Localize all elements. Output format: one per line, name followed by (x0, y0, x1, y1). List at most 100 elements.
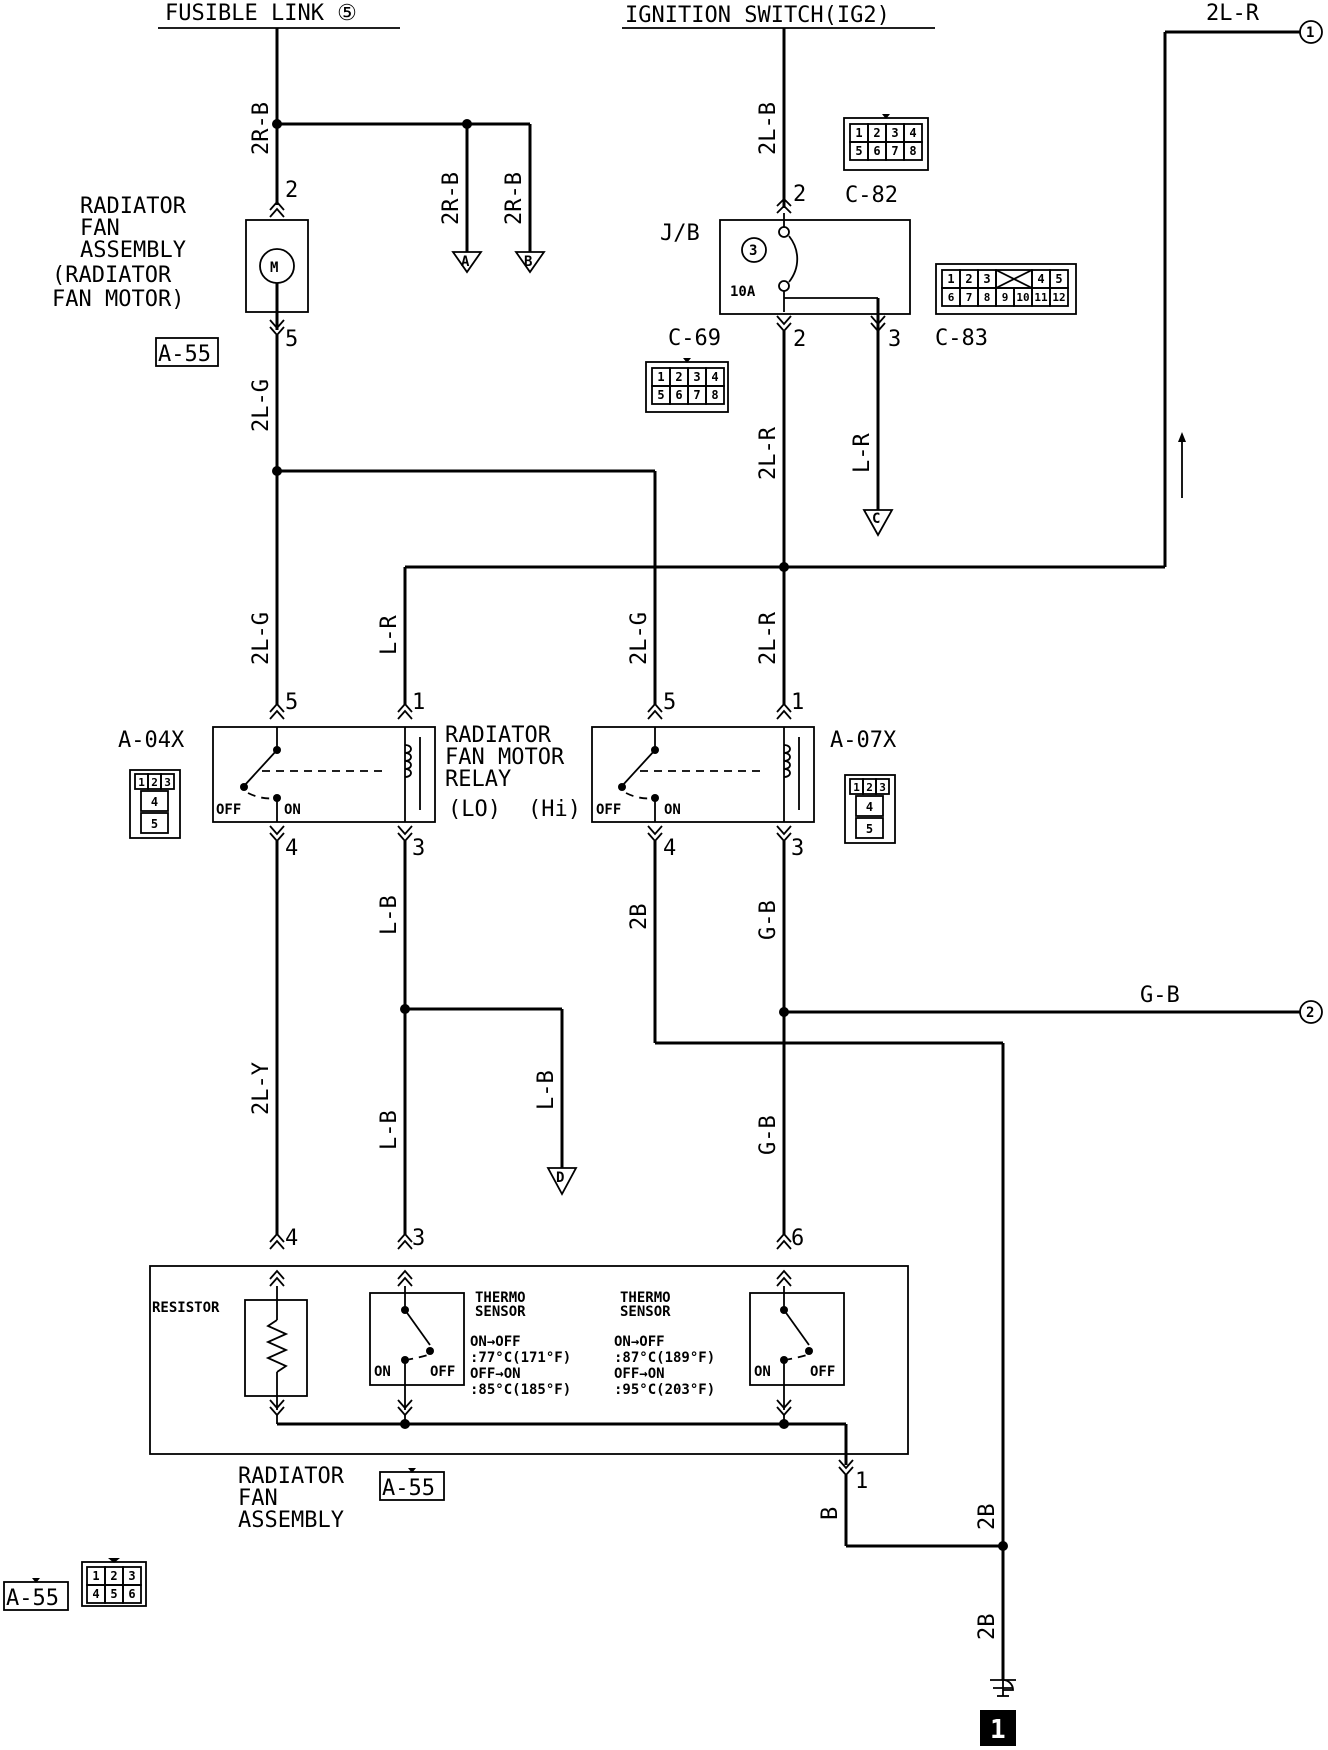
connector-pin-number: 1 (947, 272, 954, 286)
fan-label-line2: FAN (80, 216, 120, 241)
terminal-5: 5 (285, 690, 298, 715)
connector-pin-number: 4 (866, 800, 873, 814)
connector-pin-number: 2 (110, 1569, 117, 1583)
connector-pin-number: 5 (657, 388, 664, 402)
connector-pin (875, 778, 890, 795)
connector-pin-number: 2 (873, 126, 880, 140)
thermo-sensor-2-spec-b: :87°C(189°F) (614, 1350, 715, 1366)
connector-pin-number: 5 (866, 822, 873, 836)
thermo-sensor-2-spec-a: ON→OFF (614, 1334, 665, 1350)
terminal-6: 6 (791, 1226, 804, 1251)
thermo-sensor-1-title: THERMO (475, 1290, 526, 1306)
thermo-sensor-1-spec-b: :77°C(171°F) (470, 1350, 571, 1366)
wire-label-L-B: L-B (534, 1070, 559, 1110)
wire-label-L-B: L-B (377, 895, 402, 935)
wire-label-2L-R: 2L-R (1206, 1, 1260, 26)
relay-label-line2: FAN MOTOR (445, 745, 565, 770)
resistor-label: RESISTOR (152, 1300, 220, 1316)
connector-C-83-label: C-83 (935, 326, 988, 351)
terminal-3: 3 (791, 836, 804, 861)
relay-label-line3: RELAY (445, 767, 511, 792)
connector-pin-number: 12 (1052, 291, 1065, 304)
connector-pin-number: 3 (983, 272, 990, 286)
wire-label-2B: 2B (975, 1504, 1000, 1531)
wire-label-2L-Y: 2L-Y (249, 1062, 274, 1115)
thermo-sensor-1-spec-a: ON→OFF (470, 1334, 521, 1350)
connector-C-69-label: C-69 (668, 326, 721, 351)
wire-label-2R-B: 2R-B (502, 172, 527, 225)
relay-on-label: ON (664, 802, 681, 818)
connector-pin-number: 6 (948, 291, 955, 304)
connector-pin-number: 7 (966, 291, 973, 304)
fan-label-line4: (RADIATOR (52, 263, 172, 288)
relay-A-04X-label: A-04X (118, 728, 185, 753)
ground-reference: 1 (990, 1715, 1006, 1745)
wire-label-2R-B: 2R-B (249, 102, 274, 155)
connector-pin-number: 1 (853, 781, 860, 794)
connector-A-55: A-55 (6, 1586, 59, 1611)
connector-pin-number: 10 (1016, 291, 1029, 304)
connector-pin-number: 2 (151, 776, 158, 789)
terminal-1: 1 (791, 690, 804, 715)
connector-pin-number: 6 (128, 1587, 135, 1601)
connector-pin-number: 6 (675, 388, 682, 402)
terminal-5: 5 (663, 690, 676, 715)
connector-pin (1049, 287, 1069, 307)
relay-off-label: OFF (596, 802, 621, 818)
connector-pin-number: 5 (855, 144, 862, 158)
thermo-sensor-2-subtitle: SENSOR (620, 1304, 671, 1320)
connector-pin-number: 7 (891, 144, 898, 158)
terminal-2: 2 (793, 182, 806, 207)
wire-label-L-R: L-R (377, 615, 402, 655)
thermo-sensor-2-title: THERMO (620, 1290, 671, 1306)
thermo-on-label: ON (754, 1364, 771, 1380)
relay-lo-label: (LO) (448, 797, 501, 822)
fan-label-line5: FAN MOTOR) (52, 287, 184, 312)
connector-A-55: A-55 (382, 1476, 435, 1501)
fuse-number: 3 (749, 243, 757, 259)
wire-label-B: B (818, 1507, 843, 1520)
thermo-sensor-1-spec-c: OFF→ON (470, 1366, 521, 1382)
lower-circuit: 2L-Y L-B L-B L-B D 2B G-B G-B G-B 2 (249, 841, 1323, 1680)
reference-1: 1 (1306, 25, 1314, 41)
thermo-sensor-1-spec-d: :85°C(185°F) (470, 1382, 571, 1398)
connector-pin-number: 7 (693, 388, 700, 402)
relay-hi-label: (Hi) (528, 797, 581, 822)
assembly-label-line2: FAN (238, 1486, 278, 1511)
assembly-label-line3: ASSEMBLY (238, 1508, 344, 1533)
connector-pin (855, 817, 884, 839)
ground-symbol: 1 (980, 1679, 1016, 1746)
connector-pin (903, 141, 923, 161)
connector-pin (705, 385, 725, 405)
wire-label-2L-R: 2L-R (756, 426, 781, 480)
connector-pin-number: 4 (1037, 272, 1044, 286)
terminal-3: 3 (412, 836, 425, 861)
connector-A-55: A-55 (158, 342, 211, 367)
connector-pin-number: 1 (138, 776, 145, 789)
connector-pin-number: 8 (984, 291, 991, 304)
connector-A: A (461, 254, 470, 270)
radiator-fan-motor: M 2 5 RADIATOR FAN ASSEMBLY (RADIATOR FA… (52, 178, 309, 705)
relay-label-line1: RADIATOR (445, 723, 552, 748)
thermo-sensor-1-subtitle: SENSOR (475, 1304, 526, 1320)
thermo-on-label: ON (374, 1364, 391, 1380)
thermo-sensor-2-spec-d: :95°C(203°F) (614, 1382, 715, 1398)
connector-pin (140, 812, 169, 834)
connector-pin-number: 9 (1002, 291, 1009, 304)
wire-label-2B: 2B (975, 1614, 1000, 1641)
terminal-4: 4 (285, 1226, 298, 1251)
reference-1-circuit: 2L-R 1 L-R 2L-G 2L-G 2L-R (249, 1, 1323, 705)
connector-pin-number: 2 (675, 370, 682, 384)
connector-pin-number: 8 (909, 144, 916, 158)
connector-C: C (872, 511, 880, 527)
terminal-4: 4 (285, 836, 298, 861)
connector-pin-number: 3 (879, 781, 886, 794)
terminal-4: 4 (663, 836, 676, 861)
connector-pin-number: 1 (92, 1569, 99, 1583)
